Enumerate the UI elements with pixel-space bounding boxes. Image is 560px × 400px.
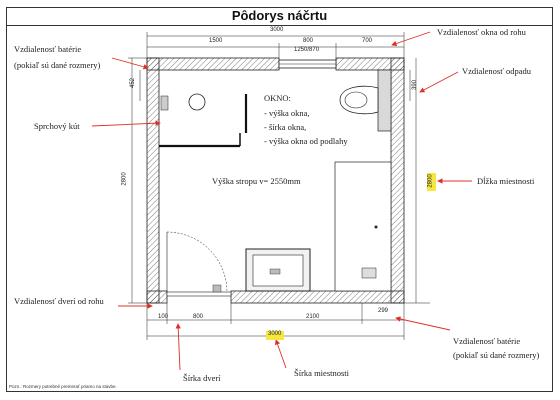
highlight-bottom-total [266, 331, 284, 340]
annotation-arrows [91, 31, 472, 371]
dim-top-seg1: 1500 [209, 38, 223, 44]
dim-right-length: 2800 [427, 174, 434, 188]
wall-left [146, 57, 160, 304]
walls [146, 57, 405, 304]
sink-icon [245, 248, 311, 292]
dim-left-small: 452 [130, 77, 137, 89]
wall-bottom-right [230, 290, 405, 304]
label-drain-distance: Vzdialenosť odpadu [462, 66, 532, 76]
label-door-from-corner: Vzdialenosť dverí od rohu [14, 296, 104, 306]
label-window-note-3: - výška okna od podlahy [264, 136, 348, 146]
highlight-right-length [427, 173, 436, 191]
dim-bottom-right: 299 [378, 308, 389, 314]
label-window-note-2: - šírka okna, [264, 122, 307, 132]
label-room-length: Dĺžka miestnosti [477, 176, 535, 186]
dim-right-drain: 390 [412, 79, 419, 91]
tap-icon [361, 267, 377, 279]
wall-top-left [146, 57, 280, 71]
dim-bottom-seg1: 100 [158, 314, 169, 320]
label-battery-right-1: Vzdialenosť batérie [453, 336, 521, 346]
label-shower: Sprchový kút [34, 121, 80, 131]
dim-bottom-seg3: 2100 [306, 314, 320, 320]
wall-top-right [335, 57, 405, 71]
label-room-width: Šírka miestnosti [294, 368, 350, 378]
label-ceiling-height: Výška stropu v= 2550mm [212, 176, 301, 186]
vanity-cabinet [334, 161, 392, 292]
toilet-icon [339, 69, 392, 132]
wall-right [390, 57, 405, 304]
shower-mixer-icon [160, 95, 169, 111]
dim-top-total: 3000 [270, 27, 284, 33]
drawing-title: Pôdorys náčrtu [6, 7, 553, 26]
dim-top-seg2: 800 [303, 38, 314, 44]
drawing-frame [6, 7, 553, 392]
shower-drain-icon [188, 93, 206, 111]
label-battery-right-2: (pokiaľ sú dané rozmery) [453, 350, 540, 360]
dim-window-size: 1250/870 [294, 47, 320, 53]
door [166, 231, 232, 297]
label-door-width: Šírka dverí [183, 373, 221, 383]
dim-bottom-total: 3000 [268, 331, 282, 337]
label-window-note-1: - výška okna, [264, 108, 310, 118]
dim-left-length: 2800 [121, 172, 128, 186]
wall-bottom-left [146, 290, 168, 304]
dim-top-seg3: 700 [362, 38, 373, 44]
label-window-from-corner: Vzdialenosť okna od rohu [437, 27, 526, 37]
label-battery-left-2: (pokiaľ sú dané rozmery) [14, 60, 101, 70]
dim-bottom-seg2: 800 [193, 314, 204, 320]
label-battery-left-1: Vzdialenosť batérie [14, 44, 82, 54]
shower-enclosure [159, 93, 248, 148]
window [278, 59, 337, 69]
label-window-note-title: OKNO: [264, 93, 291, 103]
footnote: Pozn.: Rozmery potrebné premerať priamo … [9, 384, 117, 389]
